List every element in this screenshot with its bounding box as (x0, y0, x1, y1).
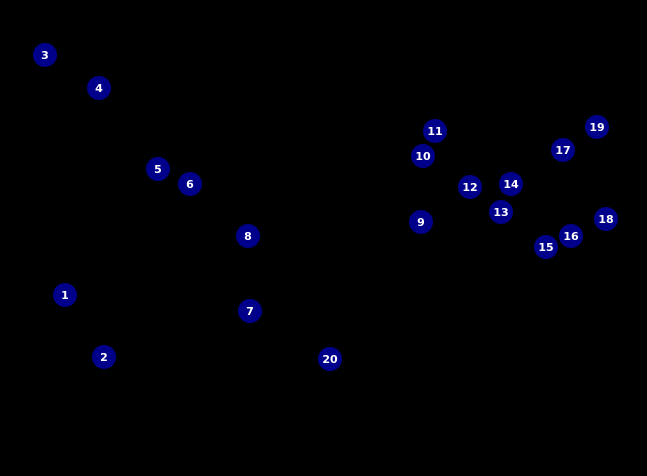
mark-node-5[interactable]: 5 (146, 157, 170, 181)
mark-node-11[interactable]: 11 (423, 119, 447, 143)
mark-node-7[interactable]: 7 (238, 299, 262, 323)
mark-node-3[interactable]: 3 (33, 43, 57, 67)
mark-node-6[interactable]: 6 (178, 172, 202, 196)
mark-node-13[interactable]: 13 (489, 200, 513, 224)
mark-node-4[interactable]: 4 (87, 76, 111, 100)
mark-node-1[interactable]: 1 (53, 283, 77, 307)
mark-node-8[interactable]: 8 (236, 224, 260, 248)
mark-node-9[interactable]: 9 (409, 210, 433, 234)
mark-node-18[interactable]: 18 (594, 207, 618, 231)
mark-node-12[interactable]: 12 (458, 175, 482, 199)
mark-node-17[interactable]: 17 (551, 138, 575, 162)
mark-node-15[interactable]: 15 (534, 235, 558, 259)
mark-node-14[interactable]: 14 (499, 172, 523, 196)
mark-node-16[interactable]: 16 (559, 224, 583, 248)
mark-node-19[interactable]: 19 (585, 115, 609, 139)
mark-node-2[interactable]: 2 (92, 345, 116, 369)
mark-node-10[interactable]: 10 (411, 144, 435, 168)
mark-node-20[interactable]: 20 (318, 347, 342, 371)
